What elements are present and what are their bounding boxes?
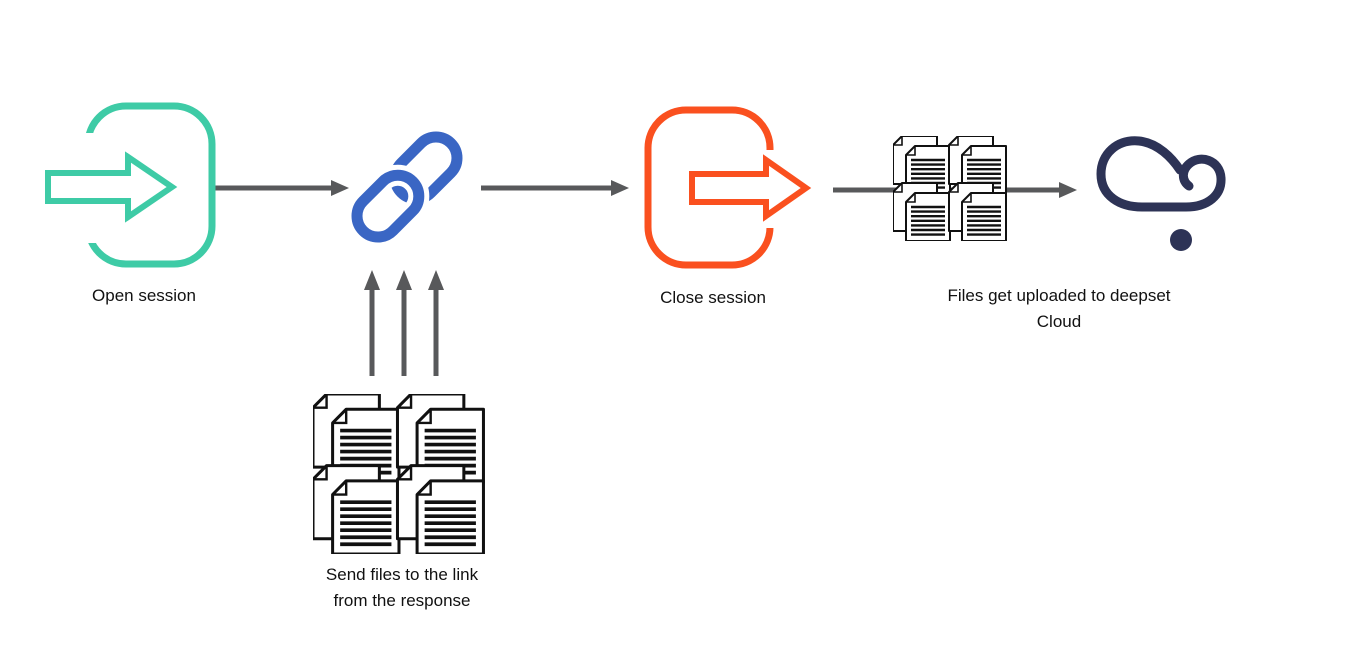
send-files-label-line2: from the response — [333, 591, 471, 610]
arrowhead-icon — [1059, 182, 1077, 198]
close-session-label: Close session — [660, 288, 766, 307]
chain-link-icon — [347, 131, 463, 247]
arrowhead-icon — [331, 180, 349, 196]
uploaded-files-label: Files get uploaded to deepset Cloud — [909, 283, 1209, 335]
arrows-files-to-link — [364, 270, 444, 376]
logo-dot — [1170, 229, 1192, 251]
deepset-cloud-logo-icon — [1096, 136, 1226, 251]
arrow-open-to-link — [211, 180, 349, 196]
arrowhead-icon — [396, 270, 412, 290]
send-files-label-line1: Send files to the link — [325, 565, 479, 584]
document-stack-icon — [313, 394, 491, 554]
login-arrow-icon — [45, 102, 216, 268]
uploaded-files-label-line2: Cloud — [1036, 312, 1082, 331]
logout-arrow-icon — [644, 106, 812, 269]
uploaded-files-label-line1: Files get uploaded to deepset — [947, 286, 1171, 305]
arrowhead-icon — [428, 270, 444, 290]
arrowhead-icon — [364, 270, 380, 290]
arrow-link-to-close — [481, 180, 629, 196]
send-files-label: Send files to the link from the response — [302, 562, 502, 614]
document-stack-icon — [893, 136, 1011, 241]
arrowhead-icon — [611, 180, 629, 196]
open-session-label: Open session — [92, 286, 196, 305]
